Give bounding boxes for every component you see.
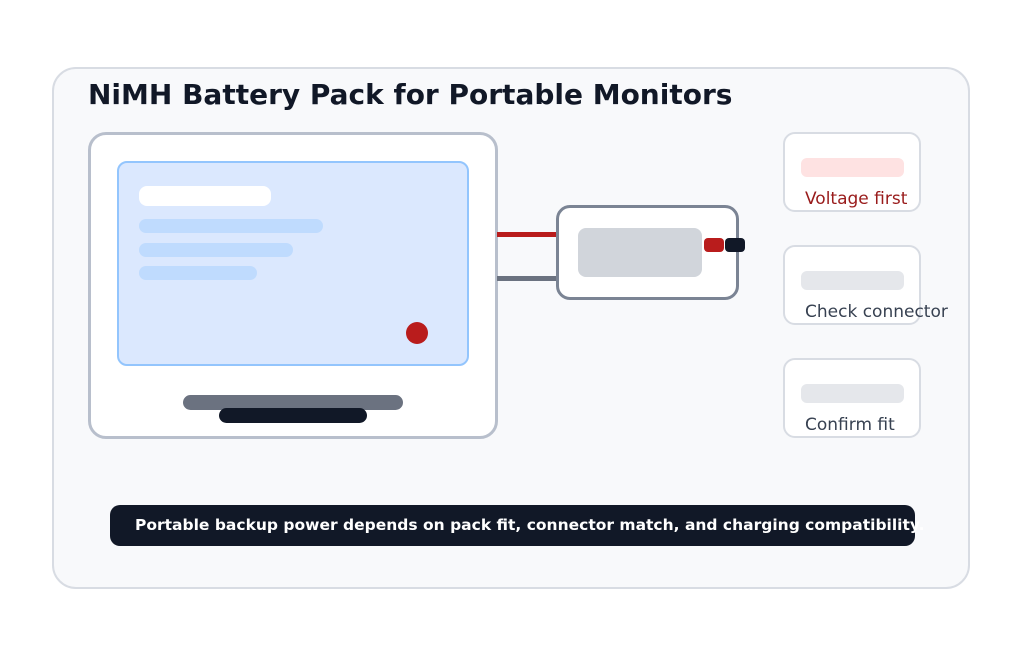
step-label-connector: Check connector	[805, 302, 948, 322]
footer-caption: Portable backup power depends on pack fi…	[135, 516, 925, 534]
screen-line-placeholder-3	[139, 266, 257, 280]
screen-title-placeholder	[139, 186, 271, 206]
monitor-stand-neck	[183, 395, 403, 410]
step-chip-voltage	[801, 158, 904, 177]
screen-line-placeholder-2	[139, 243, 293, 257]
step-chip-fit	[801, 384, 904, 403]
positive-terminal	[704, 238, 724, 252]
negative-terminal	[725, 238, 745, 252]
screen-line-placeholder-1	[139, 219, 323, 233]
monitor-stand-base	[219, 408, 367, 423]
positive-cable	[497, 232, 557, 237]
step-label-fit: Confirm fit	[805, 415, 895, 435]
power-indicator-dot	[406, 322, 428, 344]
step-label-voltage: Voltage first	[805, 189, 908, 209]
footer-banner	[110, 505, 915, 546]
step-chip-connector	[801, 271, 904, 290]
battery-label-area	[578, 228, 702, 277]
diagram-title: NiMH Battery Pack for Portable Monitors	[88, 78, 733, 111]
negative-cable	[497, 276, 557, 281]
